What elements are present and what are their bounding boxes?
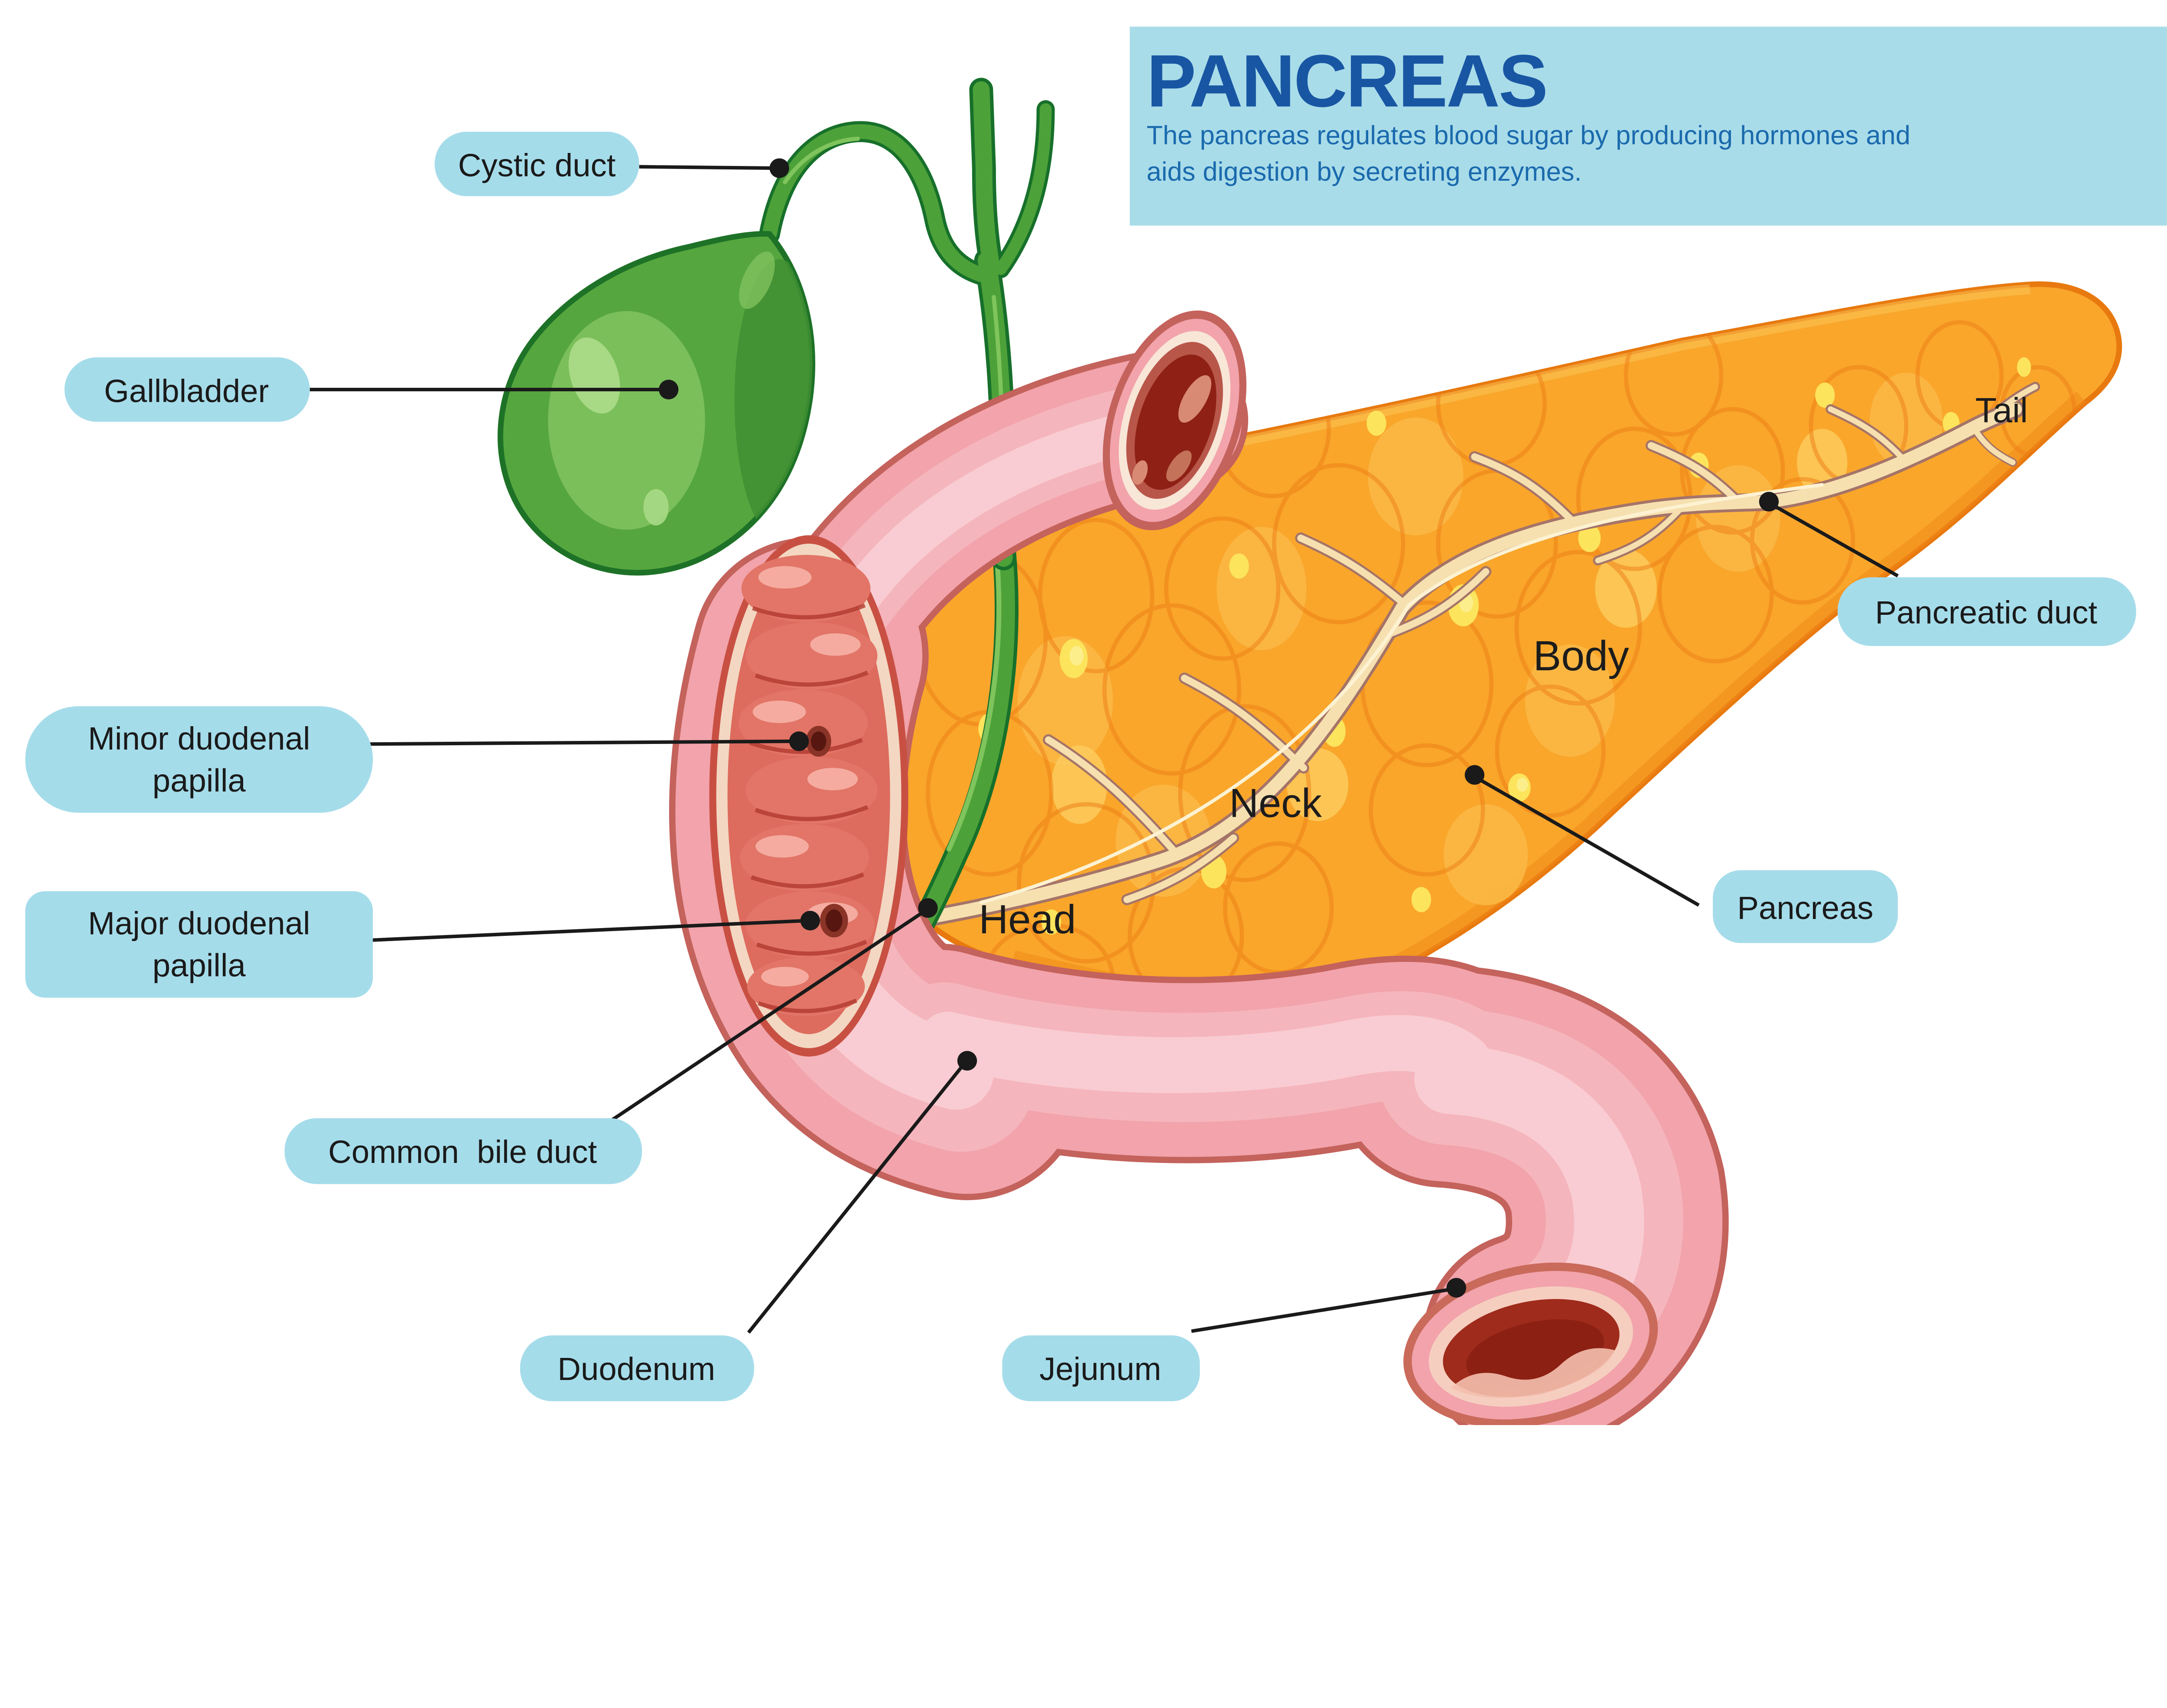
label-gallbladder: Gallbladder [64, 357, 310, 422]
duodenal-window [709, 535, 908, 1057]
title-panel-bg [1129, 26, 2167, 226]
label-pancreas-text: Pancreas [1737, 890, 1873, 926]
leader-cystic-duct [639, 158, 789, 178]
label-duodenum-text: Duodenum [557, 1351, 715, 1387]
label-pancreas: Pancreas [1713, 870, 1898, 943]
leader-major-papilla [368, 911, 820, 942]
title-panel: PANCREAS The pancreas regulates blood su… [1129, 26, 2167, 226]
description-line-2: aids digestion by secreting enzymes. [1147, 157, 1582, 187]
description-line-1: The pancreas regulates blood sugar by pr… [1147, 120, 1910, 150]
label-major-papilla-line2: papilla [153, 948, 246, 984]
gallbladder [498, 231, 816, 576]
label-duodenum: Duodenum [520, 1335, 755, 1402]
diagram-canvas: Tail Body Neck Head PANCREAS The pancrea… [25, 26, 2167, 1425]
label-jejunum: Jejunum [1002, 1335, 1200, 1402]
leader-duodenum [747, 1051, 977, 1334]
leader-minor-papilla [368, 731, 809, 751]
pancreatic-duct-tree [919, 382, 2040, 927]
common-bile-duct-lower [910, 534, 1019, 937]
region-annotations: Tail Body Neck Head [979, 391, 2028, 942]
leader-lines [309, 158, 1899, 1334]
label-gallbladder-text: Gallbladder [104, 373, 269, 409]
pancreas-diagram: Tail Body Neck Head PANCREAS The pancrea… [25, 26, 2167, 1425]
leader-common-bile-duct [612, 898, 938, 1121]
label-major-papilla-line1: Major duodenal [88, 906, 310, 942]
label-jejunum-text: Jejunum [1039, 1351, 1161, 1387]
label-major-duodenal-papilla: Major duodenal papilla [25, 891, 373, 998]
leader-pancreas [1464, 765, 1700, 907]
label-cystic-duct-text: Cystic duct [458, 147, 616, 183]
annotation-body: Body [1533, 632, 1630, 679]
annotation-tail: Tail [1975, 391, 2028, 430]
label-common-bile-duct-text: Common bile duct [328, 1134, 597, 1170]
jejunum-cut-opening [1403, 1263, 1658, 1425]
leader-pancreatic-duct [1759, 492, 1899, 578]
annotation-head: Head [979, 896, 1076, 942]
label-pancreatic-duct-text: Pancreatic duct [1875, 594, 2097, 630]
label-minor-papilla-line2: papilla [153, 763, 246, 799]
major-duodenal-papilla [820, 903, 848, 938]
label-pancreatic-duct: Pancreatic duct [1837, 577, 2136, 646]
label-common-bile-duct: Common bile duct [284, 1118, 642, 1184]
minor-duodenal-papilla [806, 726, 831, 757]
duodenum-cut-opening [1103, 310, 1246, 530]
annotation-neck: Neck [1229, 780, 1322, 826]
label-minor-papilla-line1: Minor duodenal [88, 721, 310, 757]
label-minor-duodenal-papilla: Minor duodenal papilla [25, 706, 373, 813]
labels: Cystic duct Gallbladder Minor duodenal p… [25, 131, 2136, 1402]
leader-jejunum [1191, 1278, 1466, 1333]
page-title: PANCREAS [1147, 40, 1547, 123]
label-cystic-duct: Cystic duct [434, 131, 639, 196]
mucosal-folds [739, 555, 878, 1016]
leader-gallbladder [309, 380, 679, 399]
